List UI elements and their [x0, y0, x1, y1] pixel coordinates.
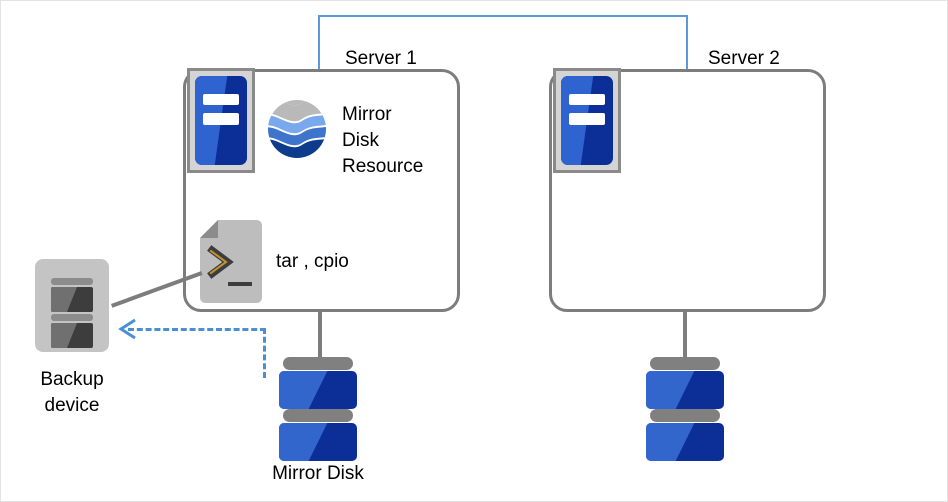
disk-block-top [646, 371, 724, 409]
disk-bar-bottom [283, 409, 353, 422]
disk-block-top [279, 371, 357, 409]
disk-bar-top [283, 357, 353, 370]
backup-arrow-vertical [263, 328, 266, 378]
server-icon-body [561, 76, 613, 165]
disk-bar-top [650, 357, 720, 370]
backup-block-bottom [51, 323, 93, 348]
backup-arrow-head [117, 318, 137, 340]
server-icon-bar-top [203, 93, 239, 106]
server1-to-disk-line [318, 311, 322, 359]
server-icon-bar-top [569, 93, 605, 106]
server-icon-bar-bottom [203, 113, 239, 125]
server-icon [553, 68, 621, 173]
disk-block-bottom [646, 423, 724, 461]
backup-block-top [51, 287, 93, 312]
backup-bar-bottom [51, 314, 93, 321]
mirror-disk-label: Mirror Disk [272, 463, 364, 484]
server-icon-body [195, 76, 247, 165]
server-icon [187, 68, 255, 173]
server2-to-disk-line [683, 311, 687, 359]
tar-cpio-label: tar , cpio [276, 251, 349, 272]
server2-label: Server 2 [708, 48, 780, 69]
server-icon-bar-bottom [569, 113, 605, 125]
disk-bar-bottom [650, 409, 720, 422]
mirror-disk-2 [646, 357, 724, 461]
globe-icon [266, 98, 328, 160]
script-file-icon [200, 220, 262, 303]
mirror-disk-1 [279, 357, 357, 461]
backup-bar-top [51, 278, 93, 285]
disk-block-bottom [279, 423, 357, 461]
server1-label: Server 1 [345, 48, 417, 69]
backup-device-icon [35, 259, 109, 352]
server-interconnect-bracket [318, 15, 688, 71]
backup-arrow-horizontal [128, 328, 266, 331]
